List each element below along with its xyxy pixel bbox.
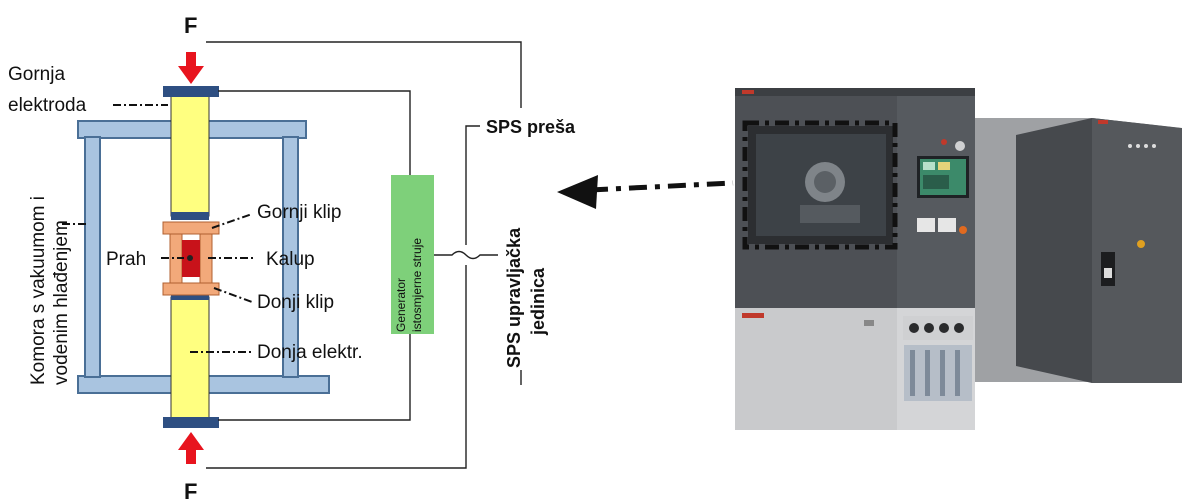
leader-gornji-klip [211,213,253,229]
gornja-label-2: elektroda [8,95,87,116]
electrode-assembly [163,86,219,428]
sps-machine-photo [735,88,1182,430]
force-label-bottom: F [184,479,197,504]
sps-unit-label-1: SPS upravljačka [504,227,524,368]
gornja-label-1: Gornja [8,64,65,85]
die-assembly [162,221,220,296]
sps-presa-label: SPS preša [486,117,576,137]
wire-lower-to-generator [218,334,411,421]
sps-unit-label-2: jedinica [528,267,548,336]
leader-lines [62,104,256,353]
wire-force-top [206,41,522,108]
generator-box [391,175,434,334]
wire-upper-to-generator [218,90,411,175]
upper-spacer [171,212,209,220]
kalup-label: Kalup [266,249,315,270]
chamber-label-2: vodenim hlađenjem [51,220,72,385]
gornji-klip-label: Gornji klip [257,202,341,223]
chamber-highlight [742,120,898,250]
frame-right-post [282,136,299,378]
donji-klip-label: Donji klip [257,292,334,313]
upper-electrode [170,95,210,217]
leader-donji-klip [213,287,253,303]
lower-electrode [170,296,210,421]
powder-dot [187,255,193,261]
circuit-wires [206,41,522,469]
lower-spacer [171,292,209,300]
chamber-label-1: Komora s vakuumom i [28,196,49,385]
donja-elektr-label: Donja elektr. [257,342,363,363]
upper-punch [162,221,220,235]
generator-label-1: Generator [394,278,408,332]
prah-label: Prah [106,249,146,270]
wire-to-sps-presa [465,125,480,245]
wire-force-bottom [206,265,467,469]
wire-generator-to-unit [434,250,498,260]
dash-dot-arrow-left-icon [557,175,734,209]
force-arrow-top [178,52,204,84]
upper-electrode-cap [163,86,219,97]
lower-punch [162,282,220,296]
lower-electrode-cap [163,417,219,428]
frame-left-post [84,136,101,378]
generator-label-2: istosmjerne struje [410,238,424,332]
force-arrow-bottom [178,432,204,464]
force-label-top: F [184,13,197,38]
